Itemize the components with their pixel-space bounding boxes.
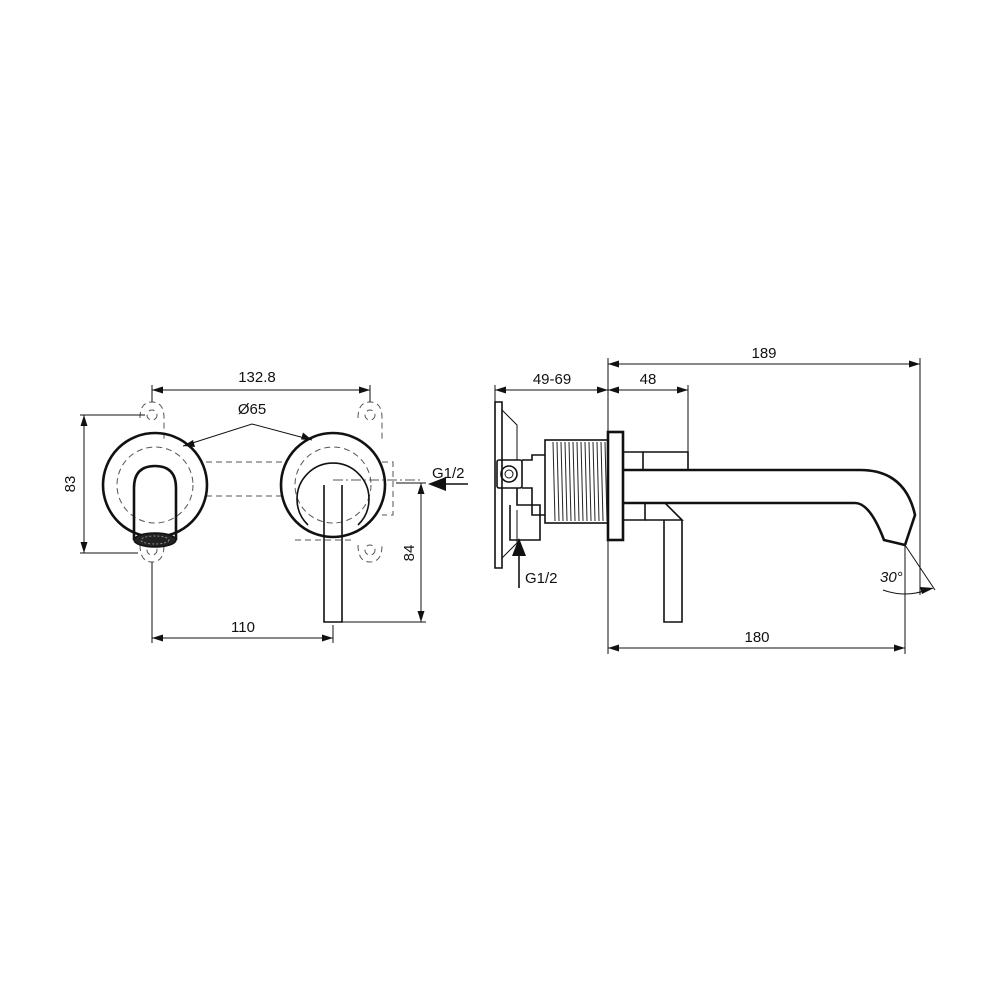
wall-plate [494,401,518,569]
valve-body [496,454,545,541]
spout-pipe [623,468,917,547]
dim-spout-reach-label: 180 [744,629,769,646]
thread-line [604,441,608,522]
dim-wall-depth: 49-69 [494,371,608,402]
dim-lever-drop: 84 [342,482,426,623]
thread-line [588,441,592,522]
mixer-lever [323,485,343,623]
thread-line [596,441,600,522]
side-view: 30° 49-69 48 189 [494,345,936,654]
lever-body-side [623,451,689,623]
spout-rosette [101,431,209,539]
mixer-dial-arc [296,462,370,526]
dim-wall-depth-label: 49-69 [533,371,571,388]
thread-line [580,441,584,522]
dim-front-height: 83 [62,414,145,554]
thread-line [572,441,576,522]
thread-line [560,441,564,522]
spout-angle-callout: 30° [880,544,936,595]
dim-rosette-diameter: Ø65 [182,401,313,447]
thread-line [584,441,588,522]
dim-spout-to-lever-label: 110 [231,619,255,636]
front-view: 132.8 Ø65 83 110 [62,369,468,643]
thread-line [592,441,596,522]
thread-line [600,441,604,522]
dim-lever-drop-label: 84 [401,545,418,562]
dim-front-height-label: 83 [62,476,79,493]
dim-front-width: 132.8 [151,369,371,402]
spout-angle-label: 30° [880,569,903,586]
spout-aerator [133,532,177,548]
mixer-rosette [279,431,387,539]
threaded-cartridge [544,439,609,524]
thread-line [556,441,560,522]
dim-spout-to-lever: 110 [151,562,334,643]
side-inlet-label: G1/2 [432,465,465,482]
bottom-inlet-callout: G1/2 [512,538,558,588]
thread-line [568,441,572,522]
dim-rosette-diameter-label: Ø65 [238,401,266,418]
dim-spout-reach: 180 [607,540,906,654]
thread-line [552,441,556,522]
spout-outline [132,464,178,540]
side-inlet-callout: G1/2 [428,465,468,491]
dim-front-width-label: 132.8 [238,369,276,386]
bottom-inlet-label: G1/2 [525,570,558,587]
dim-total-length-label: 189 [751,345,776,362]
dim-body-depth-label: 48 [640,371,657,388]
thread-line [564,441,568,522]
dim-body-depth: 48 [608,371,689,452]
rosette-side [606,430,625,542]
thread-line [576,441,580,522]
dim-total-length: 189 [607,345,921,595]
